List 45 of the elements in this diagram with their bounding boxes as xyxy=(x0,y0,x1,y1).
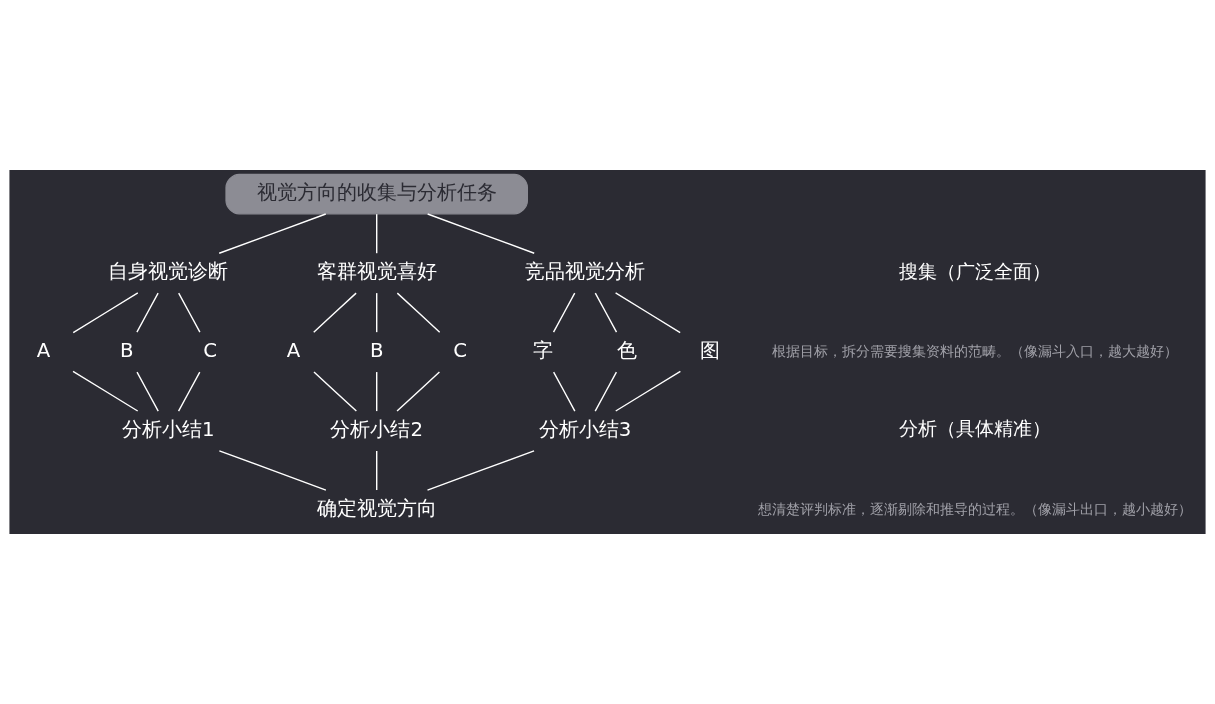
connector xyxy=(426,450,535,491)
connector xyxy=(72,370,139,412)
node-text: 字 xyxy=(533,338,554,362)
node-text: 分析小结2 xyxy=(330,417,423,441)
connector xyxy=(313,371,358,412)
node-text: 分析小结1 xyxy=(122,417,215,441)
node-text: B xyxy=(369,338,384,362)
connector xyxy=(426,213,535,254)
node-text: 自身视觉诊断 xyxy=(108,259,229,283)
connector xyxy=(376,292,378,333)
connector xyxy=(615,370,682,412)
connector xyxy=(376,213,378,254)
node-text: B xyxy=(119,338,134,362)
connector xyxy=(594,371,618,412)
connector xyxy=(376,371,378,412)
label: 分析（具体精准） xyxy=(899,418,1052,440)
node-text: 竞品视觉分析 xyxy=(525,259,646,283)
node-box: 视觉方向的收集与分析任务 xyxy=(225,173,528,215)
connector xyxy=(136,371,159,412)
node-text: A xyxy=(36,338,51,362)
connector xyxy=(594,292,618,333)
connector xyxy=(552,292,576,333)
node-text: 确定视觉方向 xyxy=(316,496,437,520)
connector xyxy=(177,371,201,412)
node-text: A xyxy=(286,338,301,362)
connector xyxy=(313,292,357,333)
node-text: 客群视觉喜好 xyxy=(316,259,437,283)
node-text: 分析小结3 xyxy=(538,417,632,441)
connector xyxy=(177,292,201,333)
node-text: C xyxy=(203,338,217,362)
label: 搜集（广泛全面） xyxy=(899,260,1052,282)
connector xyxy=(72,292,139,334)
connector xyxy=(396,371,441,412)
connector xyxy=(218,450,327,491)
label: 根据目标，拆分需要搜集资料的范畴。（像漏斗入口，越大越好） xyxy=(772,342,1179,359)
node-text: 色 xyxy=(616,338,637,362)
connector xyxy=(136,292,159,333)
node-text: C xyxy=(453,338,467,362)
connector xyxy=(396,292,441,333)
connector xyxy=(218,213,327,254)
connector xyxy=(376,450,378,491)
node-text: 图 xyxy=(700,338,721,362)
connector xyxy=(552,371,576,412)
connector xyxy=(614,292,681,334)
label: 想清楚评判标准，逐渐剔除和推导的过程。（像漏斗出口，越小越好） xyxy=(758,500,1193,517)
